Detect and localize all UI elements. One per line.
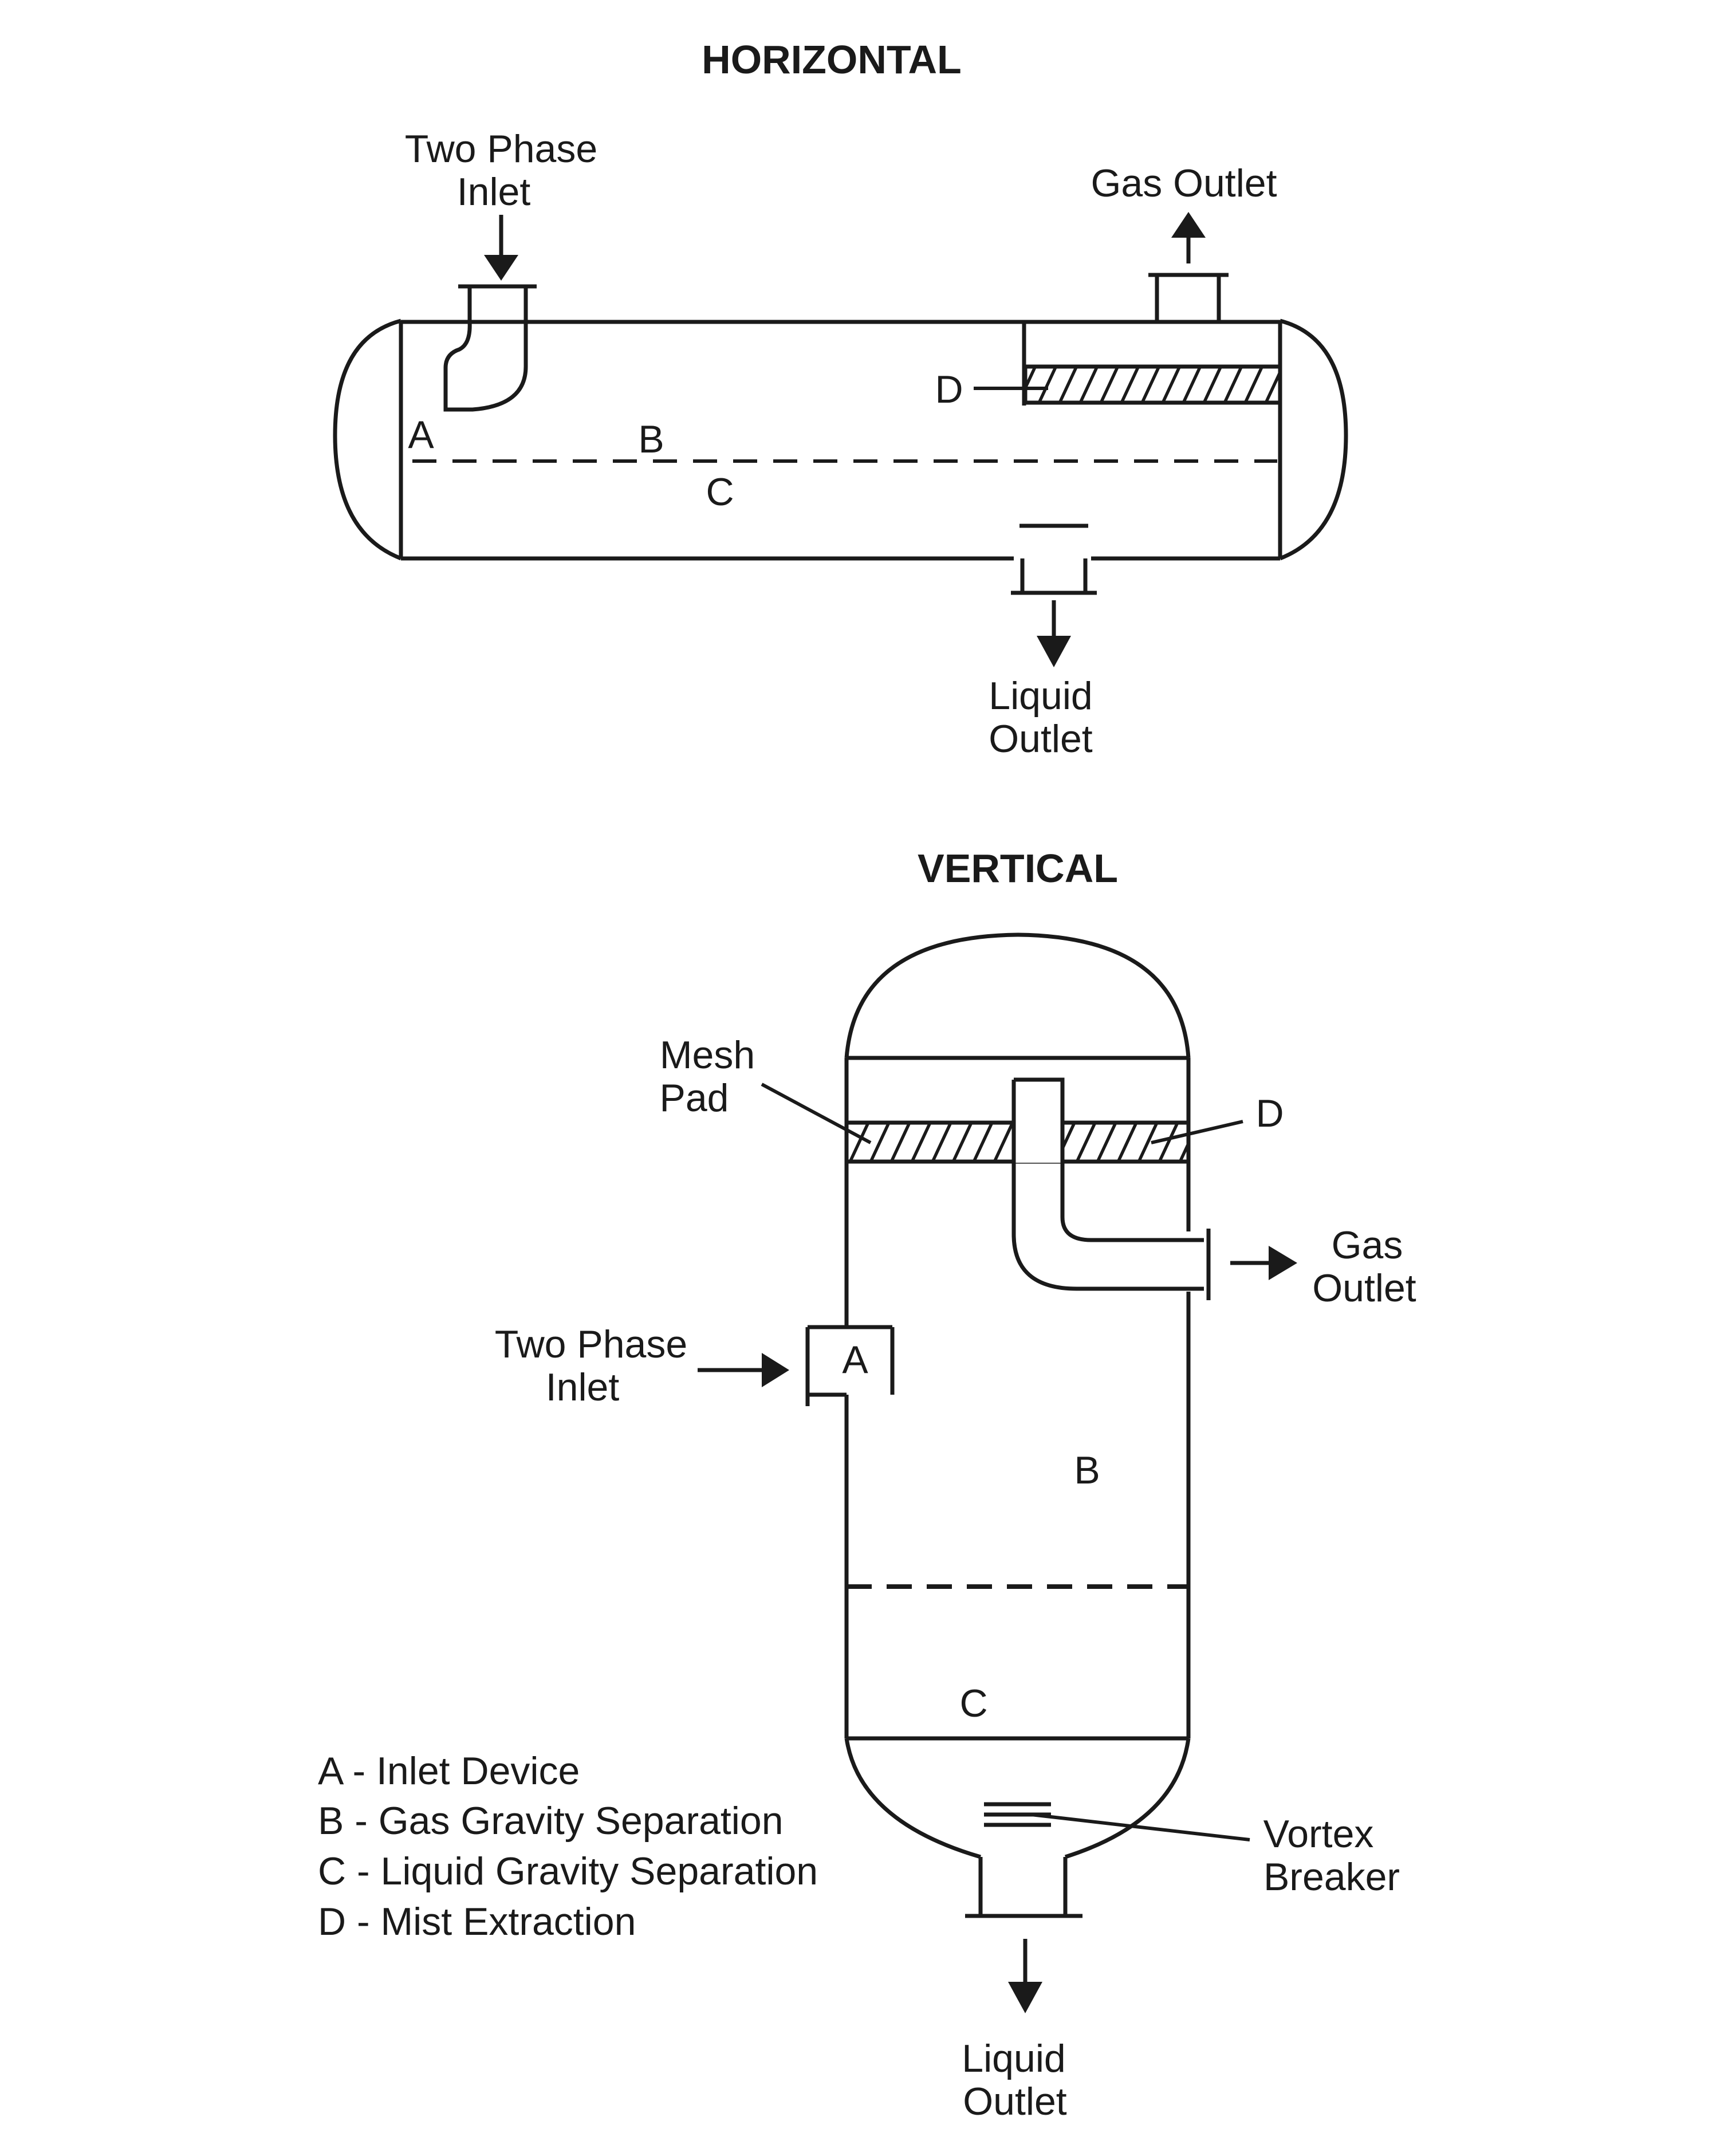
vortex-breaker-leader (1030, 1813, 1250, 1841)
vertical-inlet-device (698, 1325, 895, 1406)
horizontal-inlet-elbow (443, 321, 528, 412)
vertical-d-leader (1151, 1120, 1243, 1144)
vertical-gas-label-1: Gas (1332, 1223, 1403, 1267)
horizontal-mesh-pad (1023, 364, 1282, 405)
vertical-liquid-label-2: Outlet (963, 2080, 1067, 2123)
horizontal-title: HORIZONTAL (702, 37, 962, 82)
horizontal-inlet-label-2: Inlet (457, 170, 531, 214)
vertical-gas-outlet-pipe (1011, 1077, 1297, 1300)
vertical-bottom-head-right (1064, 1738, 1191, 1859)
vertical-bottom-head-left (844, 1738, 981, 1859)
horizontal-separator: HORIZONTAL (333, 37, 1348, 761)
vortex-breaker-label-2: Breaker (1263, 1855, 1400, 1899)
vertical-liquid-label-1: Liquid (962, 2037, 1066, 2080)
horizontal-liquid-label-1: Liquid (989, 674, 1093, 718)
vertical-top-head (844, 932, 1191, 1058)
gas-pipe-outer (1011, 1080, 1204, 1291)
horizontal-vessel (333, 318, 1348, 561)
vertical-gas-label-2: Outlet (1312, 1266, 1416, 1310)
vertical-separator: VERTICAL (495, 846, 1416, 2123)
horizontal-mist-extractor (974, 322, 1282, 406)
vertical-inlet-label-1: Two Phase (495, 1323, 687, 1366)
vertical-title: VERTICAL (918, 846, 1118, 891)
horizontal-gas-outlet-label: Gas Outlet (1091, 162, 1277, 205)
vertical-mist-extractor (761, 1083, 1243, 1164)
mesh-pad-label-2: Pad (660, 1076, 729, 1120)
horizontal-label-c: C (706, 470, 734, 514)
vertical-liquid-outlet (965, 1802, 1250, 2013)
horizontal-liquid-outlet (1011, 524, 1097, 667)
legend-item-c: C - Liquid Gravity Separation (318, 1849, 818, 1893)
legend-item-b: B - Gas Gravity Separation (318, 1799, 784, 1843)
mesh-pad-label-1: Mesh (660, 1033, 755, 1077)
vertical-label-c: C (959, 1682, 987, 1725)
gas-pipe-inner (1014, 1077, 1204, 1242)
horizontal-label-a: A (408, 413, 434, 457)
vertical-label-b: B (1074, 1449, 1100, 1492)
legend-item-d: D - Mist Extraction (318, 1900, 636, 1943)
horizontal-inlet-label-1: Two Phase (405, 127, 597, 171)
horizontal-gas-outlet (1148, 212, 1229, 322)
horizontal-right-head (1279, 318, 1348, 561)
vertical-label-a: A (842, 1338, 868, 1382)
mesh-pad-leader (761, 1083, 872, 1144)
horizontal-inlet-device (443, 215, 537, 412)
vortex-breaker-label-1: Vortex (1263, 1812, 1374, 1856)
horizontal-label-d: D (935, 368, 963, 411)
vertical-vessel (844, 932, 1191, 1859)
horizontal-label-b: B (638, 418, 664, 461)
horizontal-left-head (333, 318, 402, 561)
legend-item-a: A - Inlet Device (318, 1749, 580, 1793)
vertical-label-d: D (1255, 1092, 1284, 1135)
legend: A - Inlet Device B - Gas Gravity Separat… (318, 1749, 818, 1943)
horizontal-liquid-label-2: Outlet (989, 717, 1093, 761)
vertical-inlet-label-2: Inlet (546, 1365, 620, 1409)
